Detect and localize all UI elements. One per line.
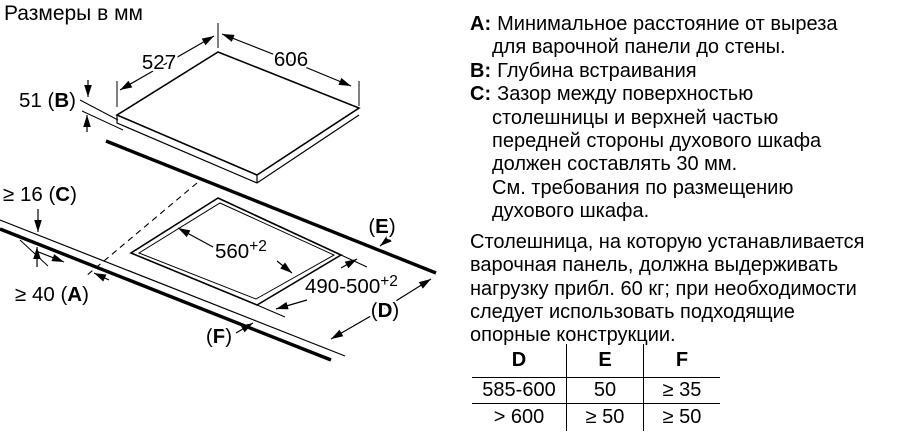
label-e-text: (E) bbox=[368, 215, 395, 238]
note-letter-b: В: bbox=[470, 59, 492, 82]
note-text: для варочной панели до стены. bbox=[492, 36, 786, 59]
wall-projection-dashed-line bbox=[85, 182, 198, 277]
note-row: передней стороны духового шкафа bbox=[470, 130, 900, 153]
note-text: столешницы и верхней частью bbox=[492, 106, 779, 129]
note-row: для варочной панели до стены. bbox=[470, 36, 900, 59]
note-row: должен составлять 30 мм. bbox=[470, 153, 900, 176]
note-text: духового шкафа. bbox=[492, 200, 650, 223]
table-header-f: F bbox=[643, 344, 720, 378]
countertop bbox=[0, 139, 437, 362]
cutout-inner-outline bbox=[137, 202, 336, 300]
countertop-back-edge bbox=[105, 139, 437, 275]
table-header-d: D bbox=[472, 344, 566, 378]
notes-list: А:Минимальное расстояние от выреза для в… bbox=[470, 13, 900, 224]
dim-527: 527 bbox=[116, 23, 219, 107]
note-letter-c: С: bbox=[470, 83, 492, 106]
note-text: передней стороны духового шкафа bbox=[492, 130, 822, 153]
def-dimension-table: D E F 585-600 50 ≥ 35 > 600 ≥ 50 ≥ 50 bbox=[472, 344, 720, 431]
label-e: (E) bbox=[366, 213, 398, 247]
label-d-text: (D) bbox=[371, 299, 399, 322]
dim-527-label: 527 bbox=[142, 51, 176, 74]
table-cell-d2: > 600 bbox=[493, 406, 545, 428]
table-header-e: E bbox=[566, 344, 643, 378]
note-text: Минимальное расстояние от выреза bbox=[497, 13, 838, 35]
paragraph-line: опорные конструкции. bbox=[470, 324, 676, 347]
dimension-drawing: 527 606 51 (B) ≥ 16 (C) bbox=[0, 23, 437, 362]
dim-cutout-depth-label: 490-500+2 bbox=[305, 273, 398, 298]
note-row: духового шкафа. bbox=[470, 200, 900, 223]
note-row-c: С:Зазор между поверхностью bbox=[470, 83, 900, 106]
page-title: Размеры в мм bbox=[4, 2, 143, 25]
countertop-front-edge bbox=[0, 227, 332, 362]
note-row-a: А:Минимальное расстояние от выреза bbox=[470, 13, 900, 36]
dim-606-label: 606 bbox=[274, 48, 308, 71]
note-text: Зазор между поверхностью bbox=[497, 83, 754, 106]
note-text: должен составлять 30 мм. bbox=[492, 153, 738, 176]
table-cell-d1: 585-600 bbox=[472, 378, 566, 404]
dim-c-label: ≥ 16 (C) bbox=[3, 183, 77, 206]
table-cell-f2: ≥ 50 bbox=[643, 404, 720, 431]
table-cell-e1: 50 bbox=[566, 378, 643, 404]
load-requirements-paragraph: Столешница, на которую устанавливается в… bbox=[470, 231, 900, 347]
table-cell-e2: ≥ 50 bbox=[566, 404, 643, 431]
dim-490-500: 490-500+2 bbox=[256, 254, 400, 318]
label-f-text: (F) bbox=[206, 325, 232, 348]
note-row-b: В:Глубина встраивания bbox=[470, 60, 900, 83]
note-text: Глубина встраивания bbox=[497, 59, 697, 82]
dim-606: 606 bbox=[221, 33, 360, 106]
paragraph-line: Столешница, на которую устанавливается bbox=[470, 231, 865, 253]
note-row: См. требования по размещению bbox=[470, 177, 900, 200]
paragraph-line: варочная панель, должна выдерживать bbox=[470, 254, 839, 277]
note-row: столешницы и верхней частью bbox=[470, 107, 900, 130]
paragraph-line: нагрузку прибл. 60 кг; при необходимости bbox=[470, 277, 857, 300]
table-cell-f1: ≥ 35 bbox=[643, 378, 720, 404]
note-text: См. требования по размещению bbox=[492, 176, 794, 199]
countertop-front-top-edge bbox=[0, 219, 346, 357]
note-letter-a: А: bbox=[470, 13, 492, 35]
cooktop-panel bbox=[115, 51, 361, 184]
label-d: (D) bbox=[330, 278, 432, 340]
paragraph-line: следует использовать подходящие bbox=[470, 300, 795, 323]
dim-16-c: ≥ 16 (C) bbox=[1, 181, 79, 267]
dim-51-b: 51 (B) bbox=[17, 80, 124, 132]
dim-b-label: 51 (B) bbox=[19, 89, 76, 112]
dim-a-label: ≥ 40 (A) bbox=[15, 283, 89, 306]
dim-cutout-width-label: 560+2 bbox=[215, 238, 267, 263]
label-f: (F) bbox=[203, 322, 254, 351]
dim-560: 560+2 bbox=[177, 227, 293, 274]
dim-40-a: ≥ 40 (A) bbox=[13, 239, 110, 309]
